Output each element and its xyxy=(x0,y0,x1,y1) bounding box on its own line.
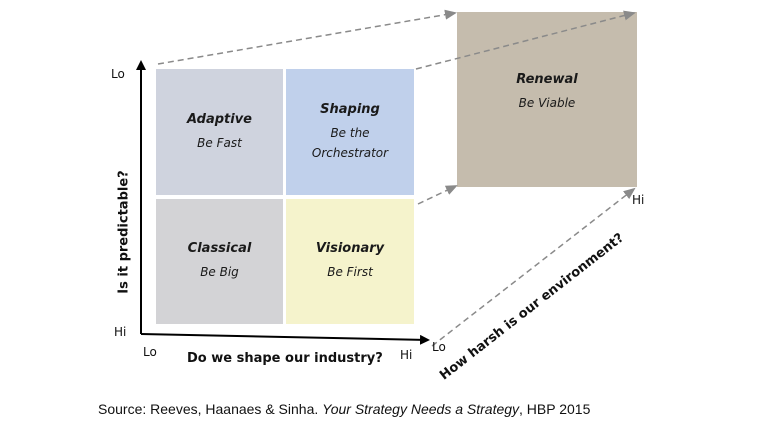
quadrant-adaptive: Adaptive Be Fast xyxy=(156,69,283,195)
y-axis-lo-label: Lo xyxy=(111,67,125,81)
quadrant-classical-subtitle: Be Big xyxy=(200,265,239,279)
dashed-top-right xyxy=(415,10,636,70)
quadrant-adaptive-subtitle: Be Fast xyxy=(197,135,242,150)
quadrant-shaping-title: Shaping xyxy=(320,101,380,117)
quadrant-classical-title: Classical xyxy=(187,241,252,256)
renewal-title: Renewal xyxy=(516,72,578,87)
source-citation: Source: Reeves, Haanaes & Sinha. Your St… xyxy=(98,401,590,417)
source-book-title: Your Strategy Needs a Strategy xyxy=(322,401,520,417)
source-prefix: Source: Reeves, Haanaes & Sinha. xyxy=(98,401,323,417)
quadrant-adaptive-title: Adaptive xyxy=(186,111,252,127)
dashed-bottom xyxy=(431,187,636,347)
source-suffix: , HBP 2015 xyxy=(519,401,591,417)
y-axis-title: Is it predictable? xyxy=(116,170,132,294)
quadrant-shaping-subtitle-line1: Be the xyxy=(330,125,370,140)
x-axis-title: Do we shape our industry? xyxy=(187,351,383,366)
quadrant-visionary-title: Visionary xyxy=(315,241,385,256)
y-axis-hi-label: Hi xyxy=(114,325,127,339)
x-axis-line xyxy=(140,333,430,345)
dashed-mid-right xyxy=(417,185,458,205)
x-axis-lo-label: Lo xyxy=(143,345,157,359)
z-axis-hi-label: Hi xyxy=(632,193,645,207)
renewal-subtitle: Be Viable xyxy=(518,96,576,110)
quadrant-classical: Classical Be Big xyxy=(156,199,283,324)
quadrant-shaping: Shaping Be the Orchestrator xyxy=(286,69,414,195)
renewal-box: Renewal Be Viable xyxy=(457,12,637,187)
dashed-top-left xyxy=(157,9,457,65)
quadrant-shaping-subtitle-line2: Orchestrator xyxy=(311,145,389,160)
z-axis-lo-label: Lo xyxy=(432,340,446,354)
x-axis-hi-label: Hi xyxy=(400,348,413,362)
quadrant-visionary-subtitle: Be First xyxy=(327,265,373,279)
quadrant-visionary: Visionary Be First xyxy=(286,199,414,324)
